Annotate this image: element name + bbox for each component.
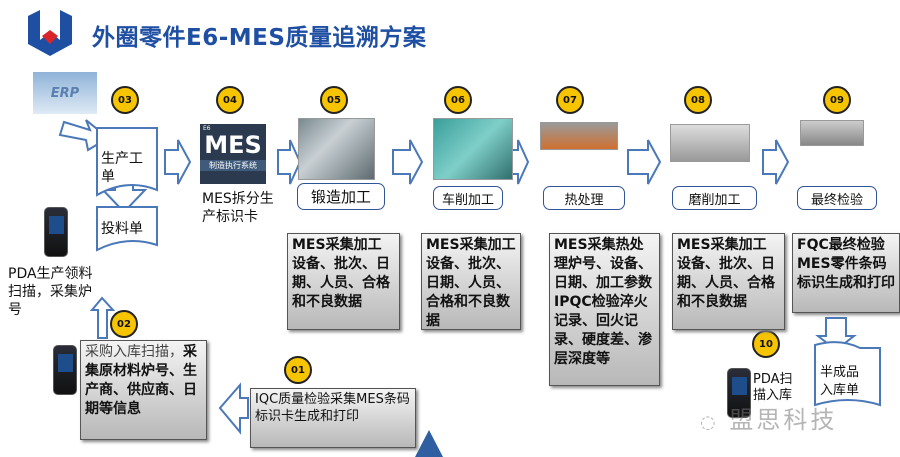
step-08-details: MES采集加工设备、批次、日期、人员、合格和不良数据 (672, 233, 785, 330)
inspection-image (800, 120, 864, 146)
mes-logo: E6 MES 制造执行系统 (200, 124, 266, 184)
step-02-plain: 采购入库扫描， (85, 344, 183, 360)
step-02-details: 采购入库扫描，采集原材料炉号、生产商、供应商、日期等信息 (80, 340, 207, 440)
doc-semi-finished (814, 341, 881, 407)
process-label-grinding: 磨削加工 (672, 186, 757, 210)
page-title: 外圈零件E6-MES质量追溯方案 (92, 25, 427, 51)
arrow-right-04-05 (277, 139, 302, 185)
doc-feed-order (96, 206, 158, 252)
step-badge-03: 03 (111, 86, 139, 114)
arrow-right-07-08 (627, 139, 662, 185)
step-10-caption: PDA扫描入库 (753, 372, 793, 403)
step-badge-10: 10 (752, 330, 780, 358)
pda-device-icon (727, 368, 751, 418)
feed-order-label: 投料单 (101, 221, 143, 237)
arrow-left-01 (218, 382, 249, 435)
process-label-final: 最终检验 (797, 186, 877, 210)
step-badge-07: 07 (556, 86, 584, 114)
forging-machine-image (298, 118, 375, 180)
step-badge-05: 05 (320, 86, 348, 114)
step-01-details: IQC质量检验采集MES条码标识卡生成和打印 (250, 388, 416, 448)
step-02-bold: 采集原材料炉号、生产商、供应商、日期等信息 (85, 344, 197, 417)
step-badge-08: 08 (684, 86, 712, 114)
process-label-heat: 热处理 (543, 186, 625, 210)
wechat-icon: ◌ (700, 412, 719, 433)
pda-device-icon (53, 345, 77, 395)
semi-finished-label: 半成品入库单 (820, 365, 860, 398)
work-order-label: 生产工单 (101, 151, 143, 185)
step-06-details: MES采集加工设备、批次、日期、人员、合格和不良数据 (421, 233, 521, 330)
mes-logo-brand: MES (204, 131, 262, 159)
arrow-right-08-09 (762, 139, 790, 185)
company-logo (28, 10, 72, 56)
watermark-text: 盟思科技 (729, 406, 838, 434)
erp-cloud-icon: ERP (33, 72, 97, 114)
step-badge-06: 06 (444, 86, 472, 114)
mes-logo-tag: E6 (203, 125, 211, 132)
mes-logo-subtitle: 制造执行系统 (200, 160, 266, 171)
step-04-caption: MES拆分生产标识卡 (202, 191, 274, 225)
step-07-details: MES采集热处理炉号、设备、日期、加工参数IPQC检验淬火记录、回火记录、硬度差… (549, 233, 660, 386)
arrow-right-05-06 (392, 139, 424, 185)
step-badge-01: 01 (284, 356, 312, 384)
step-03-caption: PDA生产领料扫描，采集炉号 (8, 266, 93, 318)
step-badge-04: 04 (216, 86, 244, 114)
step-05-details: MES采集加工设备、批次、日期、人员、合格和不良数据 (287, 233, 400, 330)
step-badge-02: 02 (110, 310, 138, 338)
arrow-up-02 (89, 296, 116, 339)
process-label-forging: 锻造加工 (297, 183, 385, 210)
triangle-marker (415, 430, 443, 457)
step-badge-09: 09 (823, 86, 851, 114)
step-09-details: FQC最终检验MES零件条码标识生成和打印 (792, 233, 900, 313)
process-label-turning: 车削加工 (433, 186, 503, 210)
arrow-right-03-04 (164, 139, 192, 185)
doc-work-order (96, 127, 158, 197)
grinding-machine-image (670, 124, 750, 162)
watermark: ◌ 盟思科技 (700, 400, 837, 435)
heat-treatment-image (540, 122, 618, 150)
erp-label: ERP (50, 85, 80, 101)
pda-device-icon (44, 207, 68, 257)
lathe-machine-image (433, 118, 513, 180)
